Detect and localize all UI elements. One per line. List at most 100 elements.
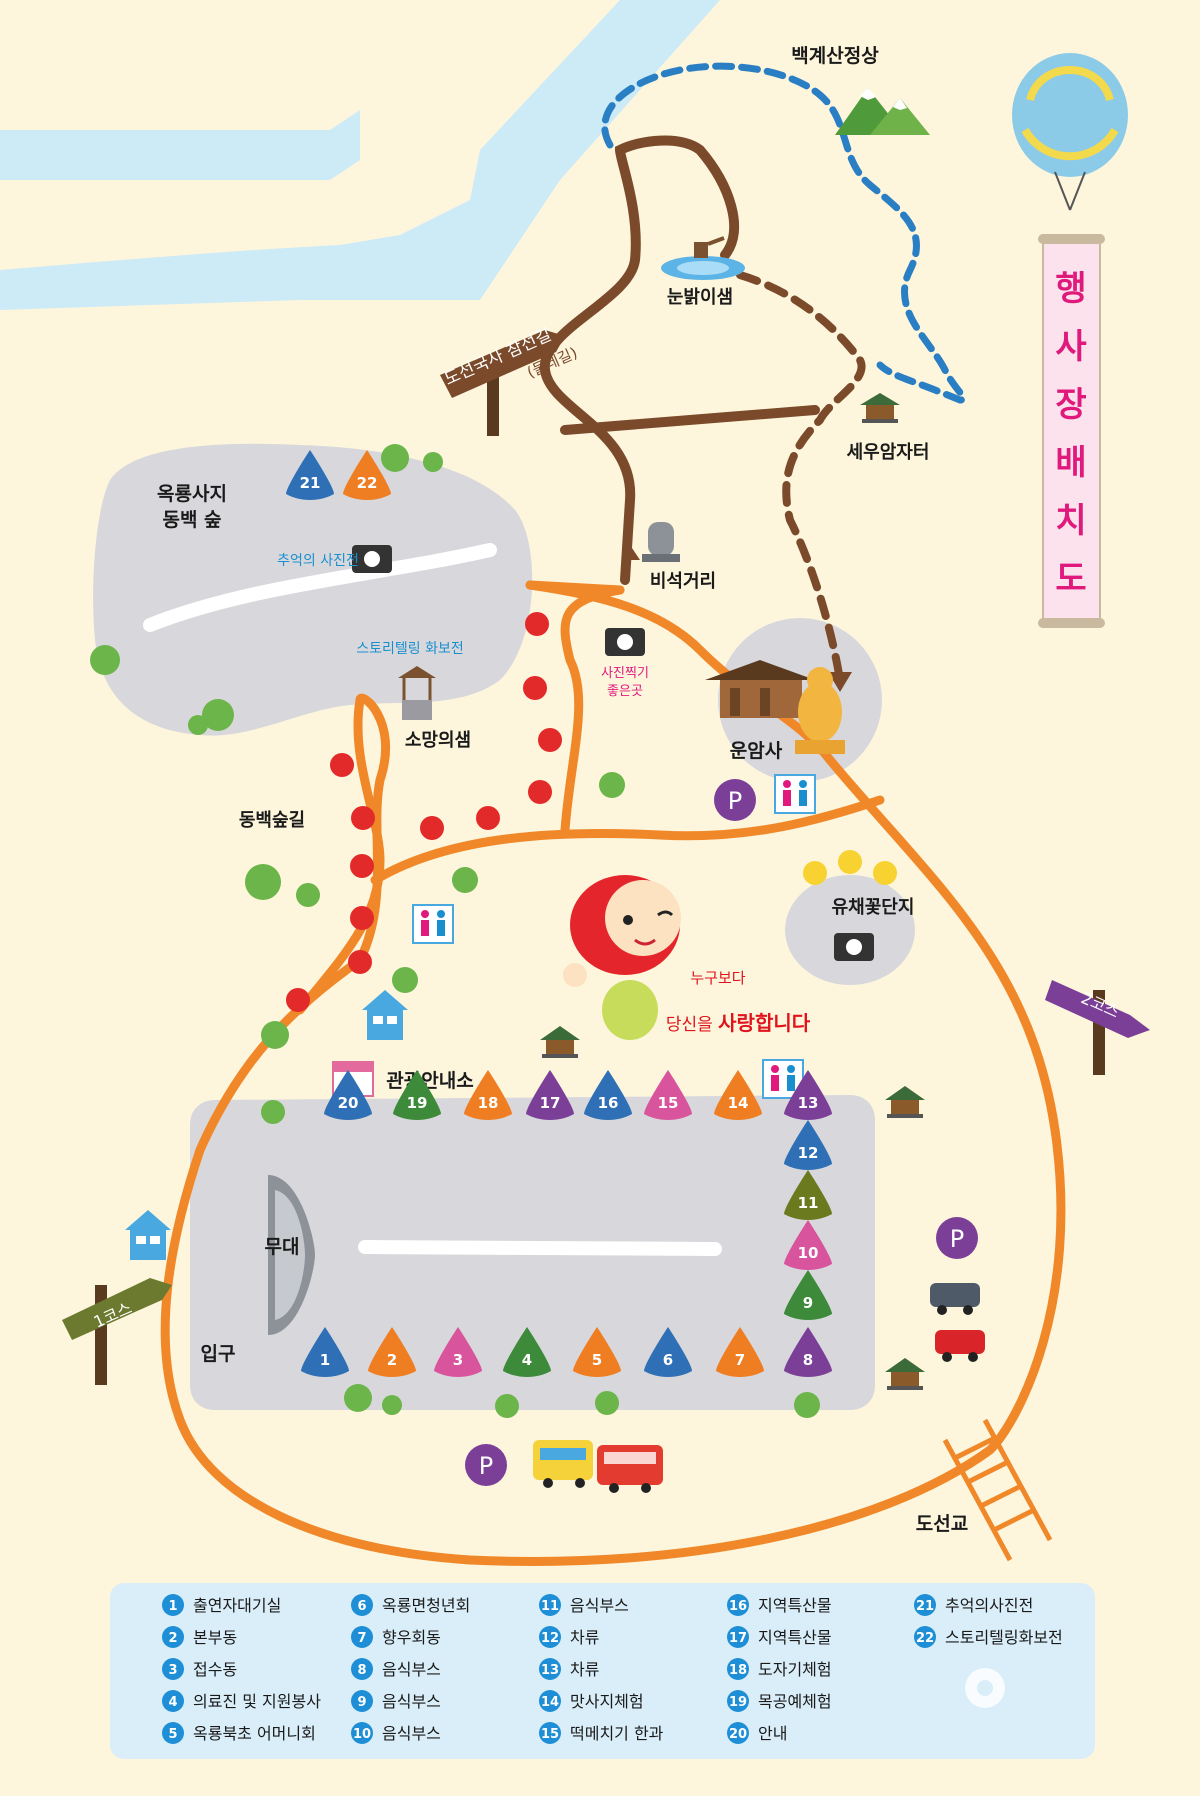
legend-number-badge <box>727 1594 749 1616</box>
legend-number-badge <box>727 1626 749 1648</box>
booth-number: 3 <box>453 1351 463 1369</box>
legend-number: 11 <box>541 1599 559 1614</box>
parking-icon: P <box>714 779 756 821</box>
trees <box>90 444 820 1418</box>
legend-number: 9 <box>357 1695 366 1710</box>
booth-marker-shape <box>393 1070 441 1120</box>
house-icon <box>125 1210 171 1260</box>
title-char: 배 <box>1055 443 1086 483</box>
legend-number: 1 <box>168 1599 177 1614</box>
booth-marker: 6 <box>644 1327 692 1377</box>
river <box>0 0 720 310</box>
legend-number: 20 <box>729 1727 747 1742</box>
label-spring: 눈밝이샘 <box>667 287 733 308</box>
title-char: 도 <box>1055 559 1086 599</box>
legend-label: 도자기체험 <box>758 1660 832 1679</box>
parking-icon: P <box>465 1444 507 1486</box>
legend-label: 의료진 및 지원봉사 <box>193 1692 321 1711</box>
legend-label: 접수동 <box>193 1660 237 1679</box>
legend-label: 떡메치기 한과 <box>570 1724 664 1743</box>
legend-number-badge <box>351 1690 373 1712</box>
label-photo-spot-line: 사진찍기 <box>601 666 649 681</box>
booth-marker-shape <box>573 1327 621 1377</box>
booth-marker-shape <box>784 1120 832 1170</box>
legend-label: 음식부스 <box>382 1692 441 1711</box>
booth-marker: 12 <box>784 1120 832 1170</box>
parking-label: P <box>728 787 742 815</box>
legend-label: 차류 <box>570 1660 599 1679</box>
booth-marker: 16 <box>584 1070 632 1120</box>
legend-label: 스토리텔링화보전 <box>945 1628 1063 1647</box>
legend-number-badge <box>539 1658 561 1680</box>
river-branch <box>0 110 360 180</box>
booth-marker-shape <box>716 1327 764 1377</box>
booth-marker-shape <box>784 1270 832 1320</box>
bus-icon <box>533 1440 593 1488</box>
mascot-message-part: 사랑합니다 <box>718 1011 811 1035</box>
legend-label: 지역특산물 <box>758 1596 832 1615</box>
road-network <box>160 580 1066 1566</box>
booth-number: 1 <box>320 1351 330 1369</box>
camellia-flowers <box>286 612 562 1012</box>
booth-number: 14 <box>728 1094 749 1112</box>
title-char: 치 <box>1055 501 1086 541</box>
trail-arrow-head <box>828 672 852 692</box>
legend-number-badge <box>162 1690 184 1712</box>
booth-number: 22 <box>357 474 378 492</box>
arrow-up-icon <box>624 548 640 560</box>
parking-label: P <box>950 1225 964 1253</box>
legend-number-badge <box>727 1690 749 1712</box>
legend-number: 7 <box>357 1631 366 1646</box>
legend-number: 8 <box>357 1663 366 1678</box>
booth-marker: 5 <box>573 1327 621 1377</box>
road-cross <box>370 795 885 885</box>
booth-number: 6 <box>663 1351 673 1369</box>
legend-item: 8 음식부스 <box>351 1658 441 1680</box>
legend-number-badge <box>351 1594 373 1616</box>
legend-item: 16 지역특산물 <box>727 1594 832 1616</box>
legend-number-badge <box>351 1626 373 1648</box>
label-seuam: 세우암자터 <box>847 442 930 463</box>
label-stone: 비석거리 <box>650 571 716 592</box>
title-char: 사 <box>1055 327 1086 367</box>
legend-label: 음식부스 <box>382 1660 441 1679</box>
label-forest-bottom: 동백 숲 <box>162 509 221 531</box>
temple-icon <box>705 660 815 718</box>
legend-number-badge <box>162 1626 184 1648</box>
legend-number-badge <box>162 1722 184 1744</box>
title-characters: 행 사 장 배 치 도 <box>1055 269 1086 599</box>
label-storytelling: 스토리텔링 화보전 <box>356 641 464 657</box>
stage-icon <box>268 1175 315 1335</box>
booth-marker-shape <box>286 450 334 500</box>
legend-label: 안내 <box>758 1724 787 1743</box>
booth-marker: 7 <box>716 1327 764 1377</box>
legend-number: 17 <box>729 1631 747 1646</box>
legend-number: 22 <box>916 1631 934 1646</box>
booth-marker-shape <box>464 1070 512 1120</box>
booth-number: 9 <box>803 1294 813 1312</box>
legend-label: 음식부스 <box>382 1724 441 1743</box>
legend-number: 16 <box>729 1599 747 1614</box>
course-1-sign: 1코스 <box>62 1278 172 1385</box>
booth-marker: 18 <box>464 1070 512 1120</box>
booth-marker: 20 <box>324 1070 372 1120</box>
legend-number: 5 <box>168 1727 177 1742</box>
booth-number: 19 <box>407 1094 428 1112</box>
legend-number-badge <box>162 1658 184 1680</box>
booth-marker: 11 <box>784 1170 832 1220</box>
legend-number-badge <box>539 1626 561 1648</box>
forest-path <box>143 543 497 632</box>
pavilion-icon <box>860 393 900 423</box>
title-banner <box>1012 53 1128 628</box>
legend-number-badge <box>914 1626 936 1648</box>
label-canola: 유채꽃단지 <box>832 897 915 918</box>
